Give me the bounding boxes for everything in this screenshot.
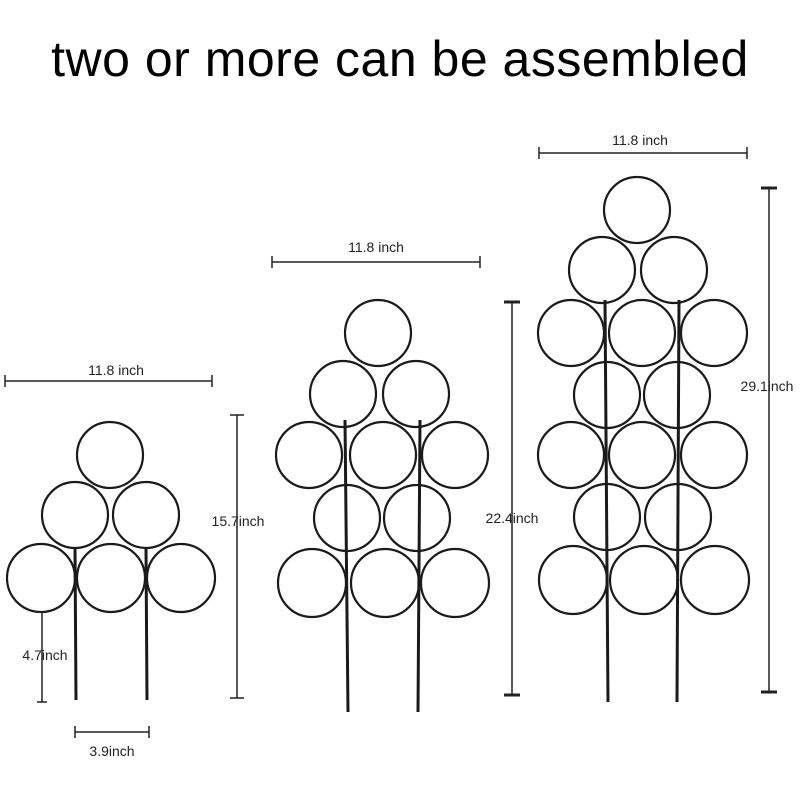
trellis-ring: [40, 480, 110, 550]
small-width-dimension: [4, 375, 213, 387]
trellis-ring: [602, 175, 672, 245]
trellis-stake: [603, 299, 610, 703]
small-height-dimension: [230, 414, 244, 699]
page-title: two or more can be assembled: [51, 31, 749, 87]
trellis-ring: [567, 235, 637, 305]
trellis-ring: [679, 544, 751, 616]
trellis-ring: [349, 547, 421, 619]
large-height-label: 29.1inch: [741, 378, 794, 394]
trellis-stake: [343, 419, 350, 713]
trellis-ring: [75, 420, 145, 490]
small-stake-dimension: [37, 611, 47, 703]
trellis-ring: [343, 298, 413, 368]
small-trellis: [5, 420, 217, 701]
medium-height-dimension: [504, 300, 520, 697]
trellis-ring: [679, 298, 749, 368]
small-width-label: 11.8 inch: [88, 362, 144, 378]
trellis-ring: [608, 544, 680, 616]
trellis-stake: [675, 299, 681, 703]
trellis-ring: [536, 298, 606, 368]
small-spacing-label: 3.9inch: [89, 743, 134, 759]
large-height-dimension: [761, 186, 777, 694]
trellis-ring: [348, 420, 418, 490]
trellis-ring: [381, 359, 451, 429]
trellis-ring: [607, 298, 677, 368]
trellis-ring: [420, 420, 490, 490]
trellis-ring: [382, 483, 452, 553]
trellis-ring: [419, 547, 491, 619]
trellis-stake: [73, 547, 78, 701]
medium-width-label: 11.8 inch: [348, 239, 404, 255]
trellis-ring: [536, 420, 606, 490]
medium-width-dimension: [271, 256, 481, 268]
medium-height-label: 22.4inch: [486, 510, 539, 526]
trellis-ring: [607, 420, 677, 490]
trellis-ring: [111, 480, 181, 550]
large-width-label: 11.8 inch: [612, 132, 668, 148]
trellis-stake: [144, 547, 149, 701]
trellis-ring: [679, 420, 749, 490]
trellis-ring: [75, 542, 147, 614]
trellis-ring: [308, 359, 378, 429]
medium-trellis: [274, 298, 491, 713]
trellis-ring: [274, 420, 344, 490]
trellis-ring: [276, 547, 348, 619]
small-spacing-dimension: [74, 726, 150, 738]
trellis-ring: [145, 542, 217, 614]
trellis-ring: [639, 235, 709, 305]
large-width-dimension: [538, 147, 748, 159]
trellis-stake: [416, 419, 422, 713]
trellis-ring: [537, 544, 609, 616]
large-trellis: [536, 175, 751, 703]
small-height-label: 15.7inch: [212, 513, 265, 529]
small-stake-label: 4.7inch: [22, 647, 67, 663]
trellis-ring: [5, 542, 77, 614]
